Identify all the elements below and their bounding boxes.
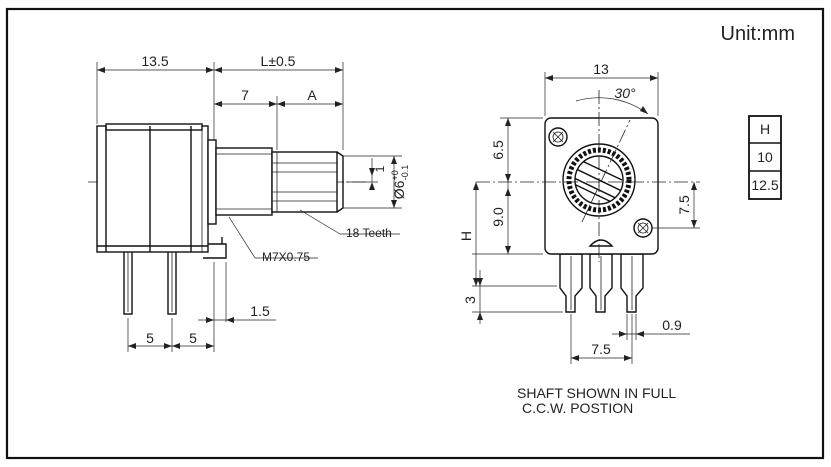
drawing-frame	[5, 7, 825, 460]
diameter-dims	[343, 155, 402, 209]
height-table-value: 10	[757, 149, 773, 165]
front-pins	[559, 253, 644, 313]
detent-tab	[588, 239, 614, 247]
height-table-value: 12.5	[751, 177, 778, 193]
dim-l: L±0.5	[261, 53, 296, 69]
knurled-shaft	[271, 151, 344, 213]
front-width-dim	[544, 72, 659, 116]
side-view: 13.5 L±0.5 7 A 1 Ø6+0-0.1	[88, 53, 410, 352]
dim-pin-5a: 5	[146, 330, 154, 346]
front-bottom-dims	[570, 314, 690, 364]
side-pins	[123, 247, 177, 315]
mounting-hole-bottom	[633, 218, 653, 238]
thread-label: M7X0.75	[262, 250, 310, 264]
dim-7: 7	[241, 87, 249, 103]
dim-a: A	[307, 87, 317, 103]
dim-0-9: 0.9	[662, 317, 682, 333]
height-table: H 10 12.5	[748, 115, 782, 200]
dim-9-0: 9.0	[490, 207, 506, 227]
diameter-base: Ø6	[391, 180, 407, 199]
knurled-knob	[562, 143, 636, 217]
unit-label: Unit:mm	[721, 23, 795, 45]
height-table-header: H	[760, 121, 770, 137]
note-line-2: C.C.W. POSTION	[522, 400, 633, 416]
bushing-thread	[207, 139, 273, 225]
front-left-dims	[472, 117, 563, 324]
dim-6-5: 6.5	[490, 140, 506, 160]
svg-text:Ø6+0-0.1: Ø6+0-0.1	[390, 165, 410, 199]
dim-13: 13	[593, 61, 609, 77]
dim-1-5: 1.5	[250, 303, 270, 319]
diameter-lower-tol: -0.1	[400, 165, 410, 181]
mounting-hole-top	[548, 127, 568, 147]
front-view: 13 30° 6.5 9.0 H 3	[458, 61, 700, 416]
teeth-label: 18 Teeth	[346, 226, 392, 240]
side-top-dims	[96, 62, 344, 150]
note-line-1: SHAFT SHOWN IN FULL	[517, 385, 676, 401]
diameter-upper-tol: +0	[390, 170, 400, 180]
side-leaders	[228, 209, 400, 259]
dim-h: H	[458, 231, 474, 241]
pot-body-side	[96, 123, 209, 253]
angle-dim	[575, 97, 649, 115]
dim-3: 3	[462, 296, 478, 304]
side-bottom-dims	[127, 262, 276, 352]
dim-7-5-right: 7.5	[676, 195, 692, 215]
dim-7-5-bottom: 7.5	[591, 341, 611, 357]
dim-pin-5b: 5	[189, 330, 197, 346]
side-bracket	[203, 237, 227, 259]
dim-step: 1	[373, 165, 387, 172]
front-right-dim	[652, 182, 700, 229]
dim-angle: 30°	[614, 85, 636, 101]
shaft-diameter-label: Ø6+0-0.1	[390, 165, 410, 199]
dim-13-5: 13.5	[141, 53, 168, 69]
